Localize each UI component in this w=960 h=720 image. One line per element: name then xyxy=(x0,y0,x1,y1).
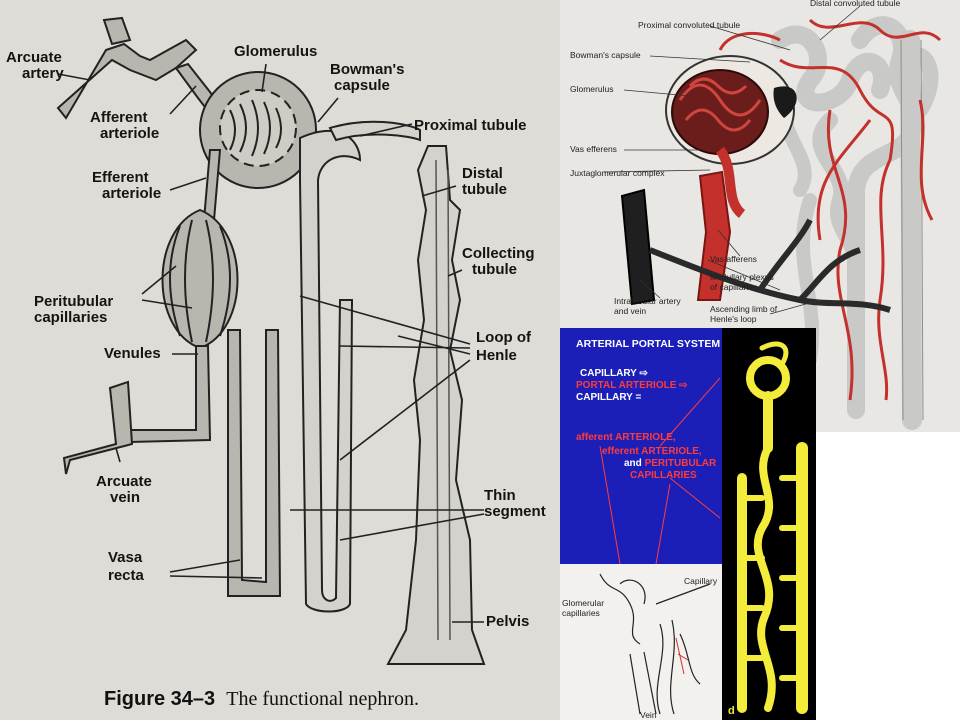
label-collecting-2: tubule xyxy=(472,261,517,278)
capillary-lines xyxy=(169,219,231,343)
label-pelvis: Pelvis xyxy=(486,613,529,630)
label-bowmans-2: capsule xyxy=(334,77,390,94)
label-intralobular-1: Intralobular artery xyxy=(614,296,681,306)
label-juxtaglomerular: Juxtaglomerular complex xyxy=(570,168,665,178)
label-capillary-sketch: Capillary xyxy=(684,576,718,586)
glomerulus-vessels xyxy=(678,77,762,132)
and-word: and xyxy=(624,458,642,469)
portal-sketch: Glomerular capillaries Capillary Vein xyxy=(560,564,722,720)
portal-line-efferent: efferent ARTERIOLE, xyxy=(602,446,702,458)
label-distal-1: Distal xyxy=(462,165,503,182)
blank-area xyxy=(816,432,960,720)
figure-caption: Figure 34–3 The functional nephron. xyxy=(104,688,419,711)
peritubular-capillaries-shape xyxy=(161,208,239,350)
dark-cap xyxy=(773,86,797,118)
label-afferent-2: arteriole xyxy=(100,125,159,142)
label-peritubular-2: capillaries xyxy=(34,309,107,326)
label-glomerulus-illustration: Glomerulus xyxy=(570,84,613,94)
label-medullary-1: Medullary plexus xyxy=(710,272,774,282)
medullary-plexus xyxy=(648,218,891,313)
portal-line-capillary-equals: CAPILLARY = xyxy=(576,392,642,403)
label-vasa-2: recta xyxy=(108,567,145,584)
label-vein-sketch: Vein xyxy=(640,710,657,720)
label-efferent-1: Efferent xyxy=(92,169,149,186)
arcuate-artery-branch xyxy=(102,16,132,46)
glomerulus-illustration xyxy=(671,69,769,155)
label-efferent-2: arteriole xyxy=(102,185,161,202)
label-loop-1: Loop of xyxy=(476,329,532,346)
label-venules: Venules xyxy=(104,345,161,362)
label-vasa-1: Vasa xyxy=(108,549,143,566)
efferent-arteriole-word: ARTERIOLE, xyxy=(641,446,702,457)
collecting-tubule-shape xyxy=(386,145,486,665)
portal-line-capillaries: CAPILLARIES xyxy=(630,470,697,481)
vasa-recta-shape xyxy=(227,329,282,597)
caption-figure-number: Figure 34–3 xyxy=(104,688,216,710)
functional-nephron-diagram: Arcuate artery Afferent arteriole Effere… xyxy=(0,0,560,720)
label-medullary-2: of capillaries xyxy=(710,282,757,292)
label-vas-afferens: Vas afferens xyxy=(710,254,757,264)
arcuate-vein-shape xyxy=(62,380,134,475)
label-glomerular-1: Glomerular xyxy=(562,598,604,608)
arcuate-artery-shape xyxy=(56,38,198,120)
portal-line-afferent: afferent ARTERIOLE, xyxy=(576,432,676,443)
intralobular-vein xyxy=(620,188,656,306)
vas-efferens xyxy=(715,146,746,218)
label-intralobular-2: and vein xyxy=(614,306,646,316)
arterial-portal-system-box: ARTERIAL PORTAL SYSTEM CAPILLARY ⇨ PORTA… xyxy=(560,328,722,564)
peritubular-word: PERITUBULAR xyxy=(644,458,717,469)
label-bowmans-1: Bowman's xyxy=(330,61,404,78)
label-vas-efferens: Vas efferens xyxy=(570,144,617,154)
collecting-tubule-inner xyxy=(435,159,451,641)
proximal-tubule-shape xyxy=(299,130,362,613)
yellow-cast-drawing: d xyxy=(728,341,808,717)
label-thin-2: segment xyxy=(484,503,546,520)
label-collecting-1: Collecting xyxy=(462,245,535,262)
nephron-drawing: Arcuate artery Afferent arteriole Effere… xyxy=(6,16,546,665)
label-proximal-tubule: Proximal tubule xyxy=(414,117,527,134)
caption-text: The functional nephron. xyxy=(226,688,420,710)
efferent-arteriole-shape xyxy=(202,149,222,221)
label-arcuate-artery-2: artery xyxy=(22,65,64,82)
red-capillaries xyxy=(718,18,942,401)
label-arcuate-artery-1: Arcuate xyxy=(6,49,62,66)
portal-line-capillary: CAPILLARY ⇨ xyxy=(580,368,648,379)
vas-afferens xyxy=(696,170,732,301)
label-distal-convoluted: Distal convoluted tubule xyxy=(810,0,901,8)
leader-lines-right xyxy=(603,5,861,315)
portal-line-peritubular: and PERITUBULAR xyxy=(624,458,716,470)
label-ascending-1: Ascending limb of xyxy=(710,304,778,314)
label-bowmans-illustration: Bowman's capsule xyxy=(570,50,641,60)
portal-sketch-drawing: Glomerular capillaries Capillary Vein xyxy=(562,573,718,720)
label-afferent-1: Afferent xyxy=(90,109,148,126)
gray-tubules xyxy=(771,16,939,430)
label-glomerular-2: capillaries xyxy=(562,608,600,618)
yellow-nephron-cast: d xyxy=(722,328,816,720)
portal-line-portal-arteriole: PORTAL ARTERIOLE ⇨ xyxy=(576,380,688,391)
leader-lines xyxy=(57,63,485,623)
label-arcuate-vein-2: vein xyxy=(110,489,140,506)
label-proximal-convoluted: Proximal convoluted tubule xyxy=(638,20,740,30)
nephron-illustration-drawing: Distal convoluted tubule Proximal convol… xyxy=(570,0,942,430)
portal-title: ARTERIAL PORTAL SYSTEM xyxy=(576,338,721,350)
label-distal-2: tubule xyxy=(462,181,507,198)
label-peritubular-1: Peritubular xyxy=(34,293,113,310)
label-thin-1: Thin xyxy=(484,487,516,504)
label-arcuate-vein-1: Arcuate xyxy=(96,473,152,490)
label-ascending-2: Henle's loop xyxy=(710,314,757,324)
yellow-panel-letter: d xyxy=(728,705,735,717)
label-loop-2: Henle xyxy=(476,347,517,364)
label-glomerulus: Glomerulus xyxy=(234,43,317,60)
efferent-word: efferent xyxy=(602,446,639,457)
glomerulus-loops xyxy=(229,99,282,157)
portal-pointer-lines xyxy=(599,377,721,564)
